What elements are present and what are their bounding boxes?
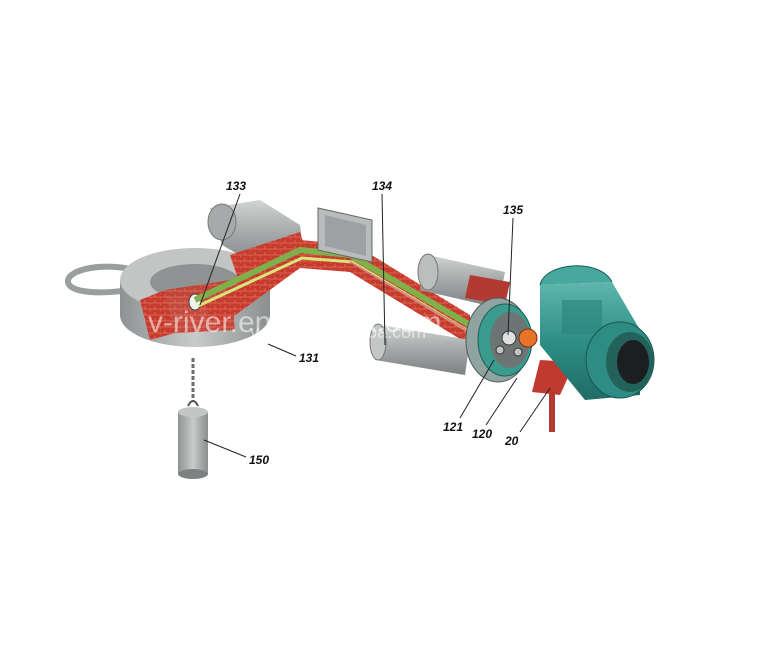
leader-20 — [519, 387, 551, 433]
watermark-small: v-river.en.alibaba.com — [250, 322, 426, 342]
conduit-134 — [193, 240, 472, 345]
label-120: 120 — [472, 427, 492, 441]
leader-120 — [485, 377, 518, 426]
leader-135 — [507, 217, 514, 336]
leader-121 — [459, 359, 495, 419]
upper-cylinder — [417, 253, 510, 308]
watermark-main: v-river.en.alibaba.com — [148, 306, 441, 339]
label-131: 131 — [299, 351, 319, 365]
label-134: 134 — [372, 179, 392, 193]
leader-131 — [267, 343, 297, 357]
transmitter-135 — [518, 265, 655, 400]
leader-134 — [381, 193, 386, 346]
weight-150 — [178, 400, 208, 479]
label-150: 150 — [249, 453, 269, 467]
label-121: 121 — [443, 420, 463, 434]
leader-150 — [203, 439, 247, 458]
label-135: 135 — [503, 203, 523, 217]
lower-tube — [369, 323, 470, 375]
label-133: 133 — [226, 179, 246, 193]
mount-bracket — [317, 207, 373, 263]
flange-121-120 — [465, 297, 533, 383]
label-20: 20 — [504, 434, 519, 448]
neck-housing — [207, 200, 310, 285]
leader-133 — [199, 193, 241, 306]
handle-loop — [65, 263, 138, 296]
